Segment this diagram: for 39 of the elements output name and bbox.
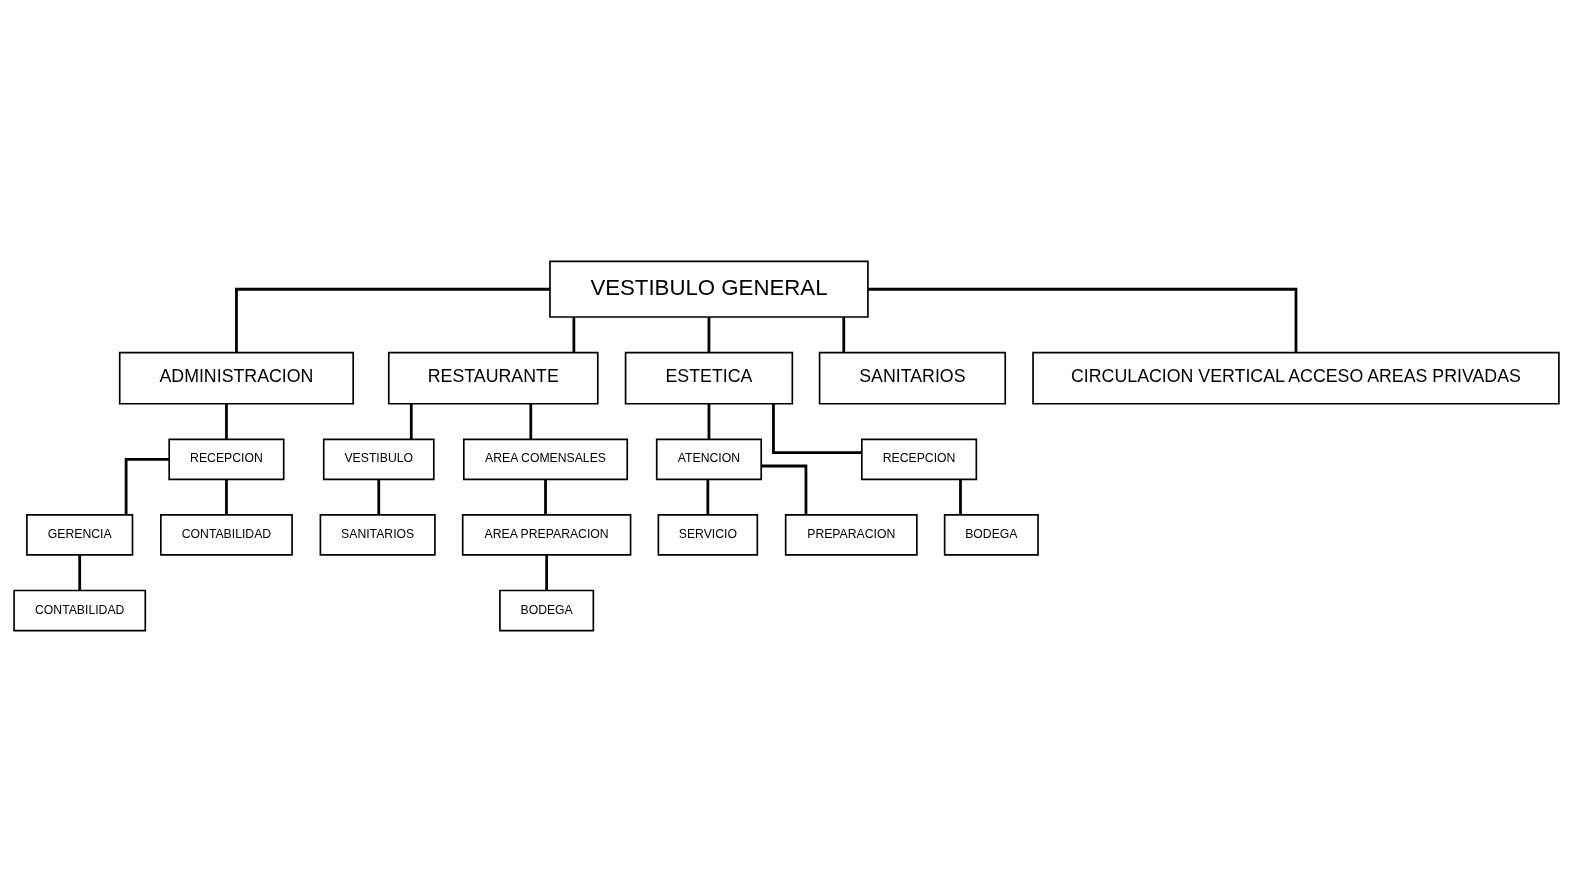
node-box: SANITARIOS — [818, 351, 1007, 405]
node-box: AREA PREPARACION — [461, 514, 632, 556]
node-box: RESTAURANTE — [387, 351, 599, 405]
connector — [78, 555, 82, 591]
connector — [707, 317, 711, 353]
node-box: CIRCULACION VERTICAL ACCESO AREAS PRIVADAS — [1032, 351, 1560, 405]
connector — [959, 479, 962, 515]
connector — [572, 317, 576, 353]
connector — [225, 403, 228, 439]
node-box: GERENCIA — [26, 514, 134, 556]
node-box: BODEGA — [943, 514, 1039, 556]
connector — [545, 555, 549, 591]
connector — [544, 479, 547, 515]
connector — [529, 403, 533, 439]
node-box: ADMINISTRACION — [118, 351, 355, 405]
node-box: SERVICIO — [657, 514, 759, 556]
connector — [706, 479, 710, 515]
node-box: BODEGA — [499, 589, 595, 632]
node-box: SANITARIOS — [319, 514, 436, 556]
node-box: PREPARACION — [784, 514, 918, 556]
connector — [124, 457, 169, 515]
node-box: AREA COMENSALES — [462, 438, 629, 481]
connector — [235, 287, 550, 353]
node-box: VESTIBULO — [322, 438, 435, 481]
node-box: RECEPCION — [861, 438, 978, 481]
connector — [772, 403, 862, 455]
node-box: ATENCION — [655, 438, 763, 481]
node-box: RECEPCION — [168, 438, 285, 481]
connector — [761, 464, 808, 515]
connector — [377, 479, 381, 515]
node-box: CONTABILIDAD — [13, 589, 147, 632]
node-box: CONTABILIDAD — [160, 514, 293, 556]
node-box: VESTIBULO GENERAL — [549, 260, 869, 318]
connector — [842, 317, 846, 353]
connector — [225, 479, 228, 515]
connector — [707, 403, 711, 439]
connector — [409, 403, 413, 439]
node-box: ESTETICA — [624, 351, 794, 405]
connector — [868, 287, 1298, 353]
